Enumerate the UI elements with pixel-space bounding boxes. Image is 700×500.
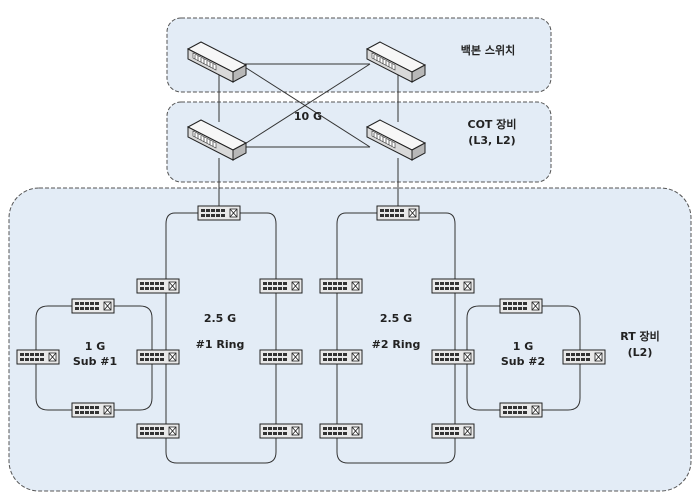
ring-2-name-label: #2 Ring [372, 338, 421, 351]
zone-cot [166, 101, 552, 183]
zone-rt [8, 187, 692, 492]
ring-2-speed-label: 2.5 G [380, 312, 412, 325]
ring-2-right-switch-2-icon [431, 349, 475, 365]
sub-2-speed-label: 1 G [513, 340, 534, 353]
sub-2-bottom-switch-icon [499, 402, 543, 418]
sub-1-left-switch-icon [16, 349, 60, 365]
ring-1-link [165, 212, 277, 464]
ring-1-right-switch-1-icon [259, 278, 303, 294]
sub-2-right-switch-icon [562, 349, 606, 365]
zone-backbone [166, 17, 552, 93]
cot-zone-label-line2: (L3, L2) [468, 134, 515, 147]
ring-2-left-switch-1-icon [319, 278, 363, 294]
sub-1-name-label: Sub #1 [73, 355, 117, 368]
sub-2-top-switch-icon [499, 298, 543, 314]
ring-2-top-switch-icon [376, 205, 420, 221]
ring-2-right-switch-3-icon [431, 423, 475, 439]
ring-2-right-switch-1-icon [431, 278, 475, 294]
ring-1-speed-label: 2.5 G [204, 312, 236, 325]
ring-1-left-switch-3-icon [136, 423, 180, 439]
ring-1-left-switch-1-icon [136, 278, 180, 294]
ring-1-left-switch-2-icon [136, 349, 180, 365]
rt-zone-label-line1: RT 장비 [620, 329, 660, 343]
cot-zone-label-line1: COT 장비 [468, 117, 517, 131]
ring-1-top-switch-icon [197, 205, 241, 221]
backbone-zone-label: 백본 스위치 [461, 43, 515, 57]
backbone-links [218, 63, 399, 207]
sub-1-top-switch-icon [71, 298, 115, 314]
ring-1-right-switch-3-icon [259, 423, 303, 439]
backbone-speed-label: 10 G [294, 110, 322, 123]
sub-1-speed-label: 1 G [85, 340, 106, 353]
ring-1-name-label: #1 Ring [196, 338, 245, 351]
sub-1-bottom-switch-icon [71, 402, 115, 418]
ring-2-left-switch-3-icon [319, 423, 363, 439]
ring-2-link [336, 212, 456, 464]
ring-1-right-switch-2-icon [259, 349, 303, 365]
rt-zone-label-line2: (L2) [628, 346, 653, 359]
ring-2-left-switch-2-icon [319, 349, 363, 365]
sub-2-name-label: Sub #2 [501, 355, 545, 368]
